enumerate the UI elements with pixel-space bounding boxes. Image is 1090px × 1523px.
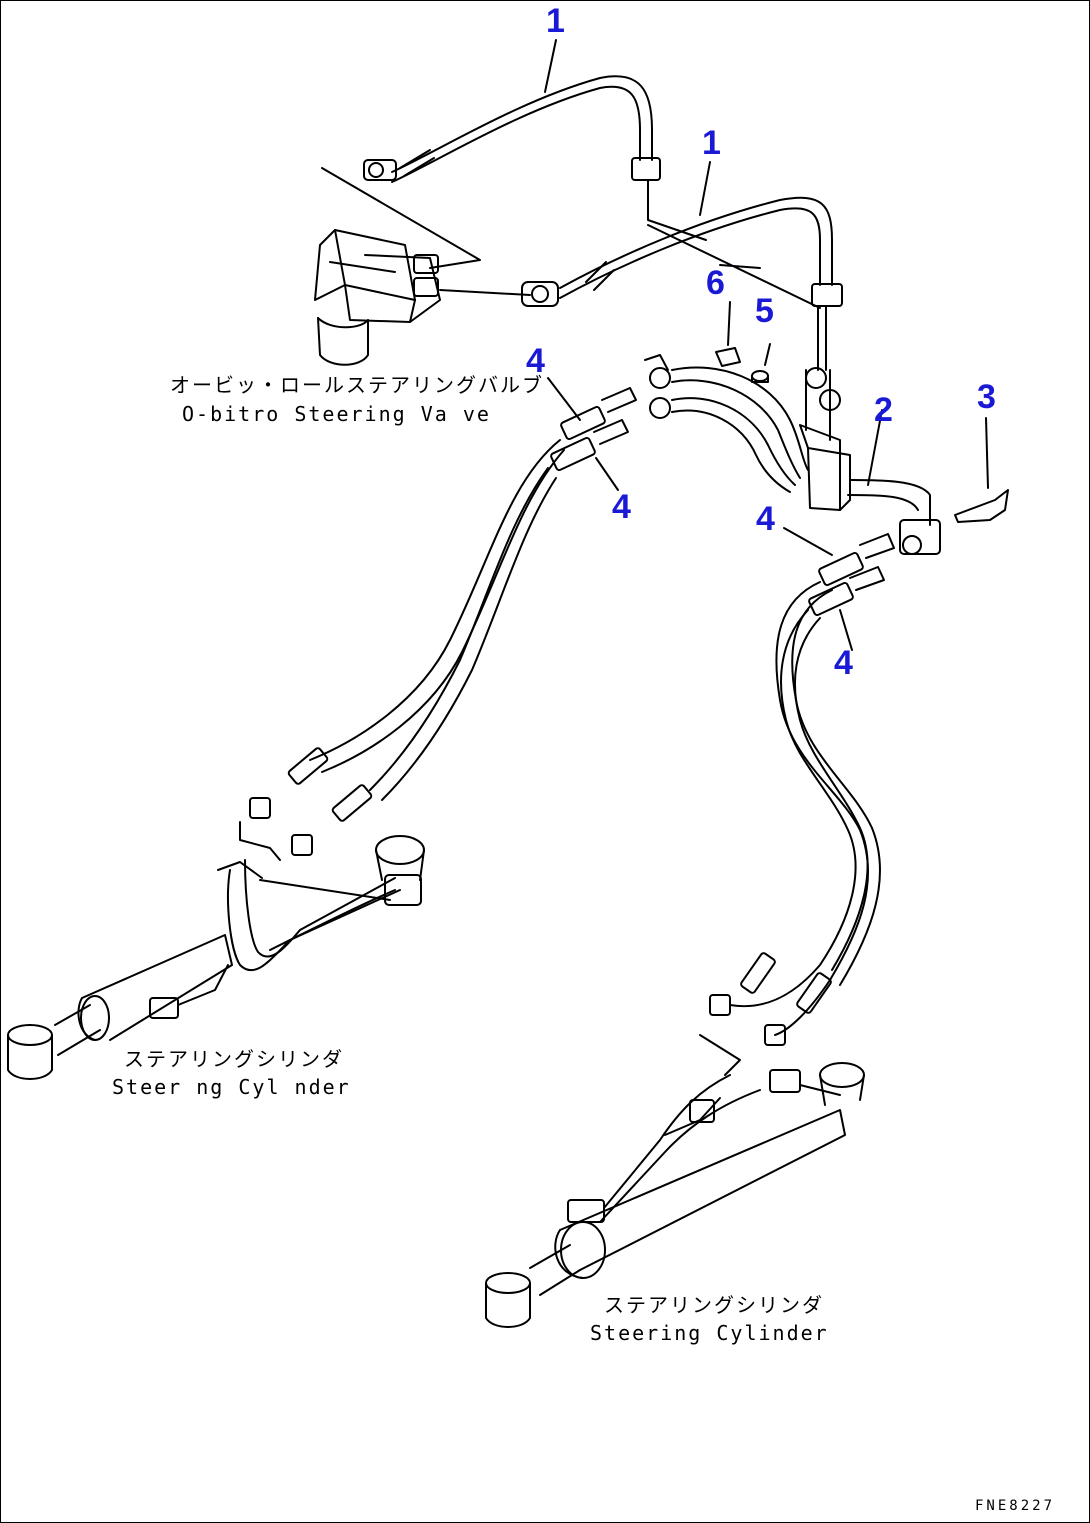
callout-4-upper-right: 4 [756,500,775,538]
hose-1-lower [521,196,843,371]
hoses-4-right [699,533,895,1076]
callout-6: 6 [706,264,725,302]
hoses-4-upper [644,354,809,493]
orbitrol-valve [314,229,441,366]
right-cylinder-label-jp: ステアリングシリンダ [604,1293,824,1317]
callout-4-lower-left: 4 [612,488,631,526]
callout-leaders [544,39,989,651]
callout-5: 5 [755,292,774,330]
callout-1-lower: 1 [702,124,721,162]
callout-4-lower-right: 4 [834,644,853,682]
callout-2: 2 [874,391,893,429]
nut-washer [715,343,771,383]
drawing-code: FNE8227 [975,1498,1056,1514]
left-cylinder-label-jp: ステアリングシリンダ [124,1047,344,1071]
callout-3: 3 [977,378,996,416]
valve-block [799,367,1009,555]
right-cylinder-label-en: Steering Cylinder [590,1321,829,1345]
left-cylinder-label-en: Steer ng Cyl nder [112,1075,351,1099]
callout-1-upper: 1 [546,2,565,40]
callout-4-upper-left: 4 [526,342,545,380]
orbitrol-label-en: O-bitro Steering Va ve [182,402,491,426]
right-cylinder [485,1062,865,1328]
leader-lines [321,167,821,309]
hoses-4-left [239,387,637,861]
orbitrol-label-jp: オービッ・ロールステアリングバルブ [170,373,544,397]
left-cylinder [7,835,425,1080]
hose-1-upper [363,75,707,241]
